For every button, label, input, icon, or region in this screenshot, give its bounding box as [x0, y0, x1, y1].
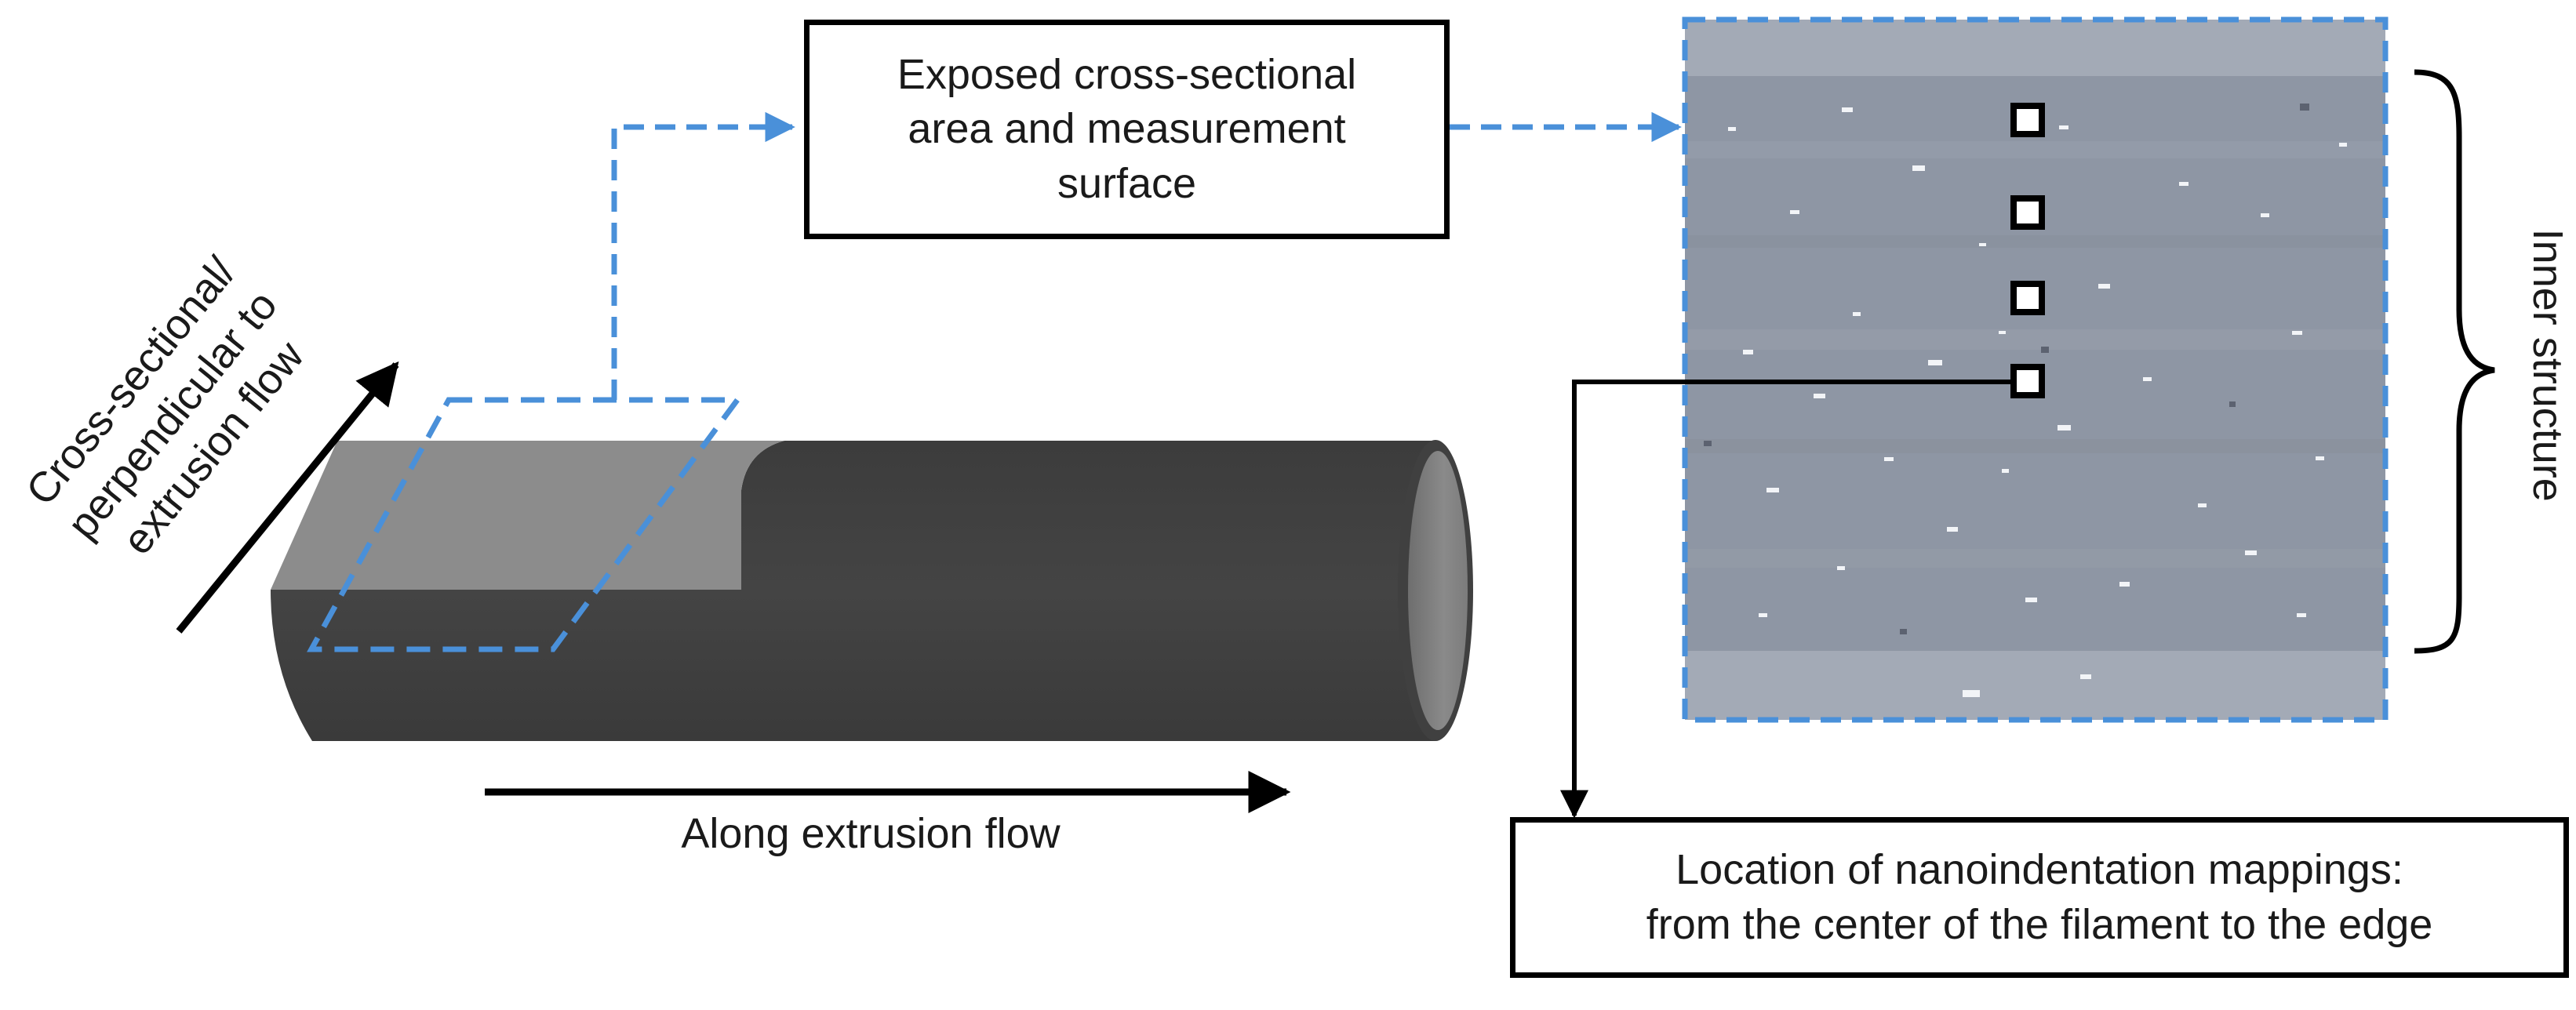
filament-body	[271, 441, 1435, 741]
box-line: from the center of the filament to the e…	[1646, 900, 2433, 948]
filament-end-face	[1408, 451, 1468, 730]
inner-structure-label: Inner structure	[2523, 228, 2571, 502]
measurement-square	[2010, 103, 2045, 137]
measurement-square	[2010, 364, 2045, 398]
nanoindentation-location-box: Location of nanoindentation mappings: fr…	[1510, 817, 2569, 978]
box-line: Exposed cross-sectional	[897, 51, 1357, 99]
along-flow-label: Along extrusion flow	[681, 810, 1061, 857]
cut-surface	[271, 441, 784, 590]
leader-line	[1560, 380, 2014, 819]
measurement-square	[2010, 281, 2045, 315]
cross-sectional-arrow	[176, 361, 399, 634]
cut-plane-outline	[307, 397, 743, 652]
measurement-square	[2010, 195, 2045, 230]
connector-cutplane-to-box	[611, 111, 795, 400]
box-line: area and measurement	[908, 105, 1346, 153]
box-line: surface	[1057, 159, 1197, 207]
exposed-area-box: Exposed cross-sectional area and measure…	[804, 20, 1450, 239]
box-line: Location of nanoindentation mappings:	[1675, 846, 2403, 894]
micrograph-outline	[1682, 16, 2389, 723]
filament	[271, 440, 1473, 741]
inner-structure-brace	[2414, 69, 2495, 654]
